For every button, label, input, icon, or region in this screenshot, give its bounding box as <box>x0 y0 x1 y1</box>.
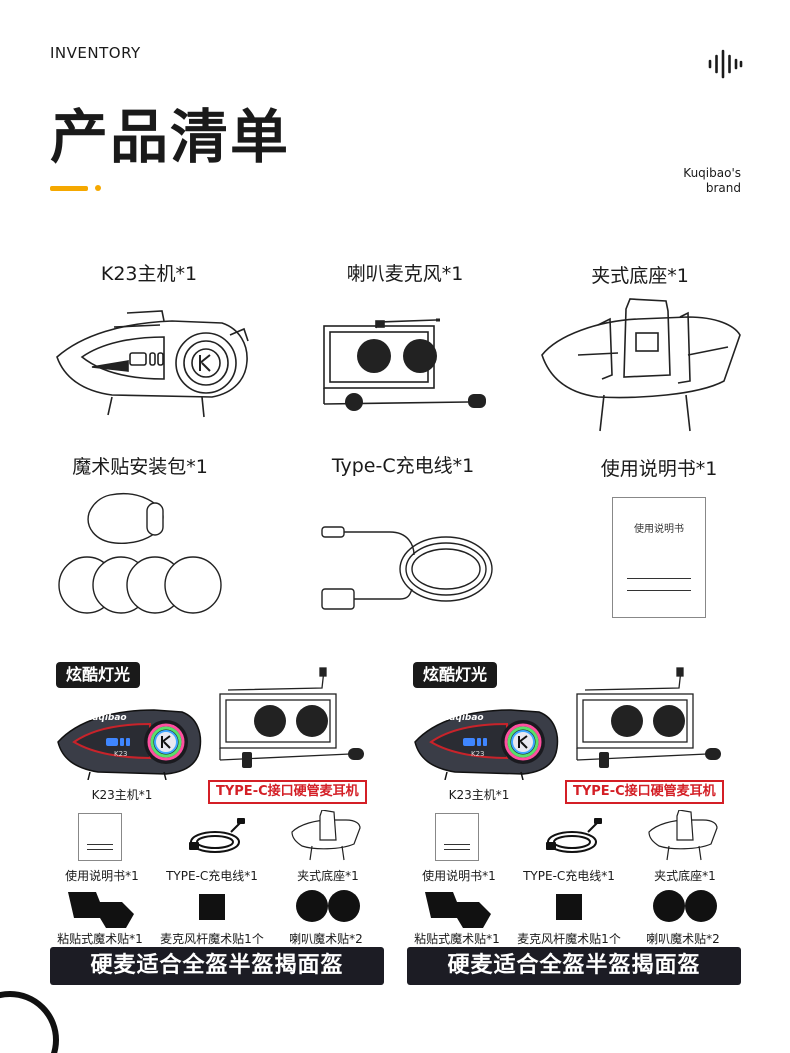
small-item-caption: TYPE-C充电线*1 <box>166 869 258 883</box>
speaker-mic-color-icon <box>576 667 721 768</box>
manual-small-icon <box>435 813 479 861</box>
mic-boom-velcro-icon <box>199 894 225 920</box>
sticker-caption: 粘贴式魔术贴*1 <box>414 932 500 946</box>
unit-model-text: K23 <box>114 750 128 758</box>
manual-small-icon <box>78 813 122 861</box>
brand-line-1: Kuqibao's <box>683 166 741 180</box>
manual-cover-text: 使用说明书 <box>634 524 684 535</box>
item-label-unit: K23主机*1 <box>100 263 198 285</box>
corner-arc-decoration <box>0 991 59 1053</box>
accent-dot <box>95 185 101 191</box>
sticker-caption: 喇叭魔术贴*2 <box>289 932 363 946</box>
sticker-caption: 喇叭魔术贴*2 <box>646 932 720 946</box>
velcro-pack-icon <box>58 493 222 614</box>
item-label-velcro: 魔术贴安装包*1 <box>72 456 208 478</box>
adhesive-velcro-icon <box>425 892 491 928</box>
item-label-clip-mount: 夹式底座*1 <box>591 265 689 287</box>
speaker-mic-icon <box>323 318 486 411</box>
sticker-caption: 麦克风杆魔术贴1个 <box>517 932 621 946</box>
unit-caption: K23主机*1 <box>448 788 510 802</box>
manual-line <box>627 590 691 591</box>
sticker-caption: 粘贴式魔术贴*1 <box>57 932 143 946</box>
sticker-caption: 麦克风杆魔术贴1个 <box>160 932 264 946</box>
speaker-mic-color-icon <box>219 667 364 768</box>
typec-cable-small-icon <box>189 818 245 853</box>
accent-dash <box>50 186 88 191</box>
lighting-badge: 炫酷灯光 <box>413 662 498 688</box>
small-item-caption: 夹式底座*1 <box>654 869 716 883</box>
item-label-manual: 使用说明书*1 <box>600 458 718 480</box>
small-item-caption: 夹式底座*1 <box>297 869 359 883</box>
small-item-caption: 使用说明书*1 <box>422 869 496 883</box>
item-label-cable: Type-C充电线*1 <box>331 455 475 477</box>
mic-type-tag: TYPE-C接口硬管麦耳机 <box>565 780 724 804</box>
speaker-velcro-icon <box>653 890 717 922</box>
section-label: INVENTORY <box>50 44 141 62</box>
intercom-unit-color-icon: kuqibao K23 <box>57 709 202 780</box>
intercom-unit-color-icon: kuqibao K23 <box>414 709 559 780</box>
brand-line-2: brand <box>705 181 741 195</box>
clip-mount-small-icon <box>291 810 361 861</box>
manual-line <box>627 578 691 579</box>
unit-caption: K23主机*1 <box>91 788 153 802</box>
mic-boom-velcro-icon <box>556 894 582 920</box>
item-label-speaker-mic: 喇叭麦克风*1 <box>346 263 464 285</box>
sound-wave-icon <box>708 49 743 79</box>
small-item-caption: 使用说明书*1 <box>65 869 139 883</box>
config-panel-1: 炫酷灯光 kuqibao K23 K23主机*1 TYPE-C接口硬管麦耳机 <box>50 660 390 985</box>
small-item-caption: TYPE-C充电线*1 <box>523 869 615 883</box>
typec-cable-icon <box>321 526 493 610</box>
clip-mount-icon <box>541 298 741 432</box>
unit-brand-text: kuqibao <box>443 713 484 723</box>
unit-brand-text: kuqibao <box>86 713 127 723</box>
mic-type-tag: TYPE-C接口硬管麦耳机 <box>208 780 367 804</box>
compatibility-banner: 硬麦适合全盔半盔揭面盔 <box>50 947 384 985</box>
clip-mount-small-icon <box>648 810 718 861</box>
intercom-unit-icon <box>56 310 249 418</box>
compatibility-banner: 硬麦适合全盔半盔揭面盔 <box>407 947 741 985</box>
manual-icon: 使用说明书 <box>612 497 706 618</box>
brand-text: Kuqibao's brand <box>683 166 741 196</box>
config-panel-2: 炫酷灯光 kuqibao K23 K23主机*1 TYPE-C接口硬管麦耳机 <box>407 660 747 985</box>
adhesive-velcro-icon <box>68 892 134 928</box>
lighting-badge: 炫酷灯光 <box>56 662 141 688</box>
page-title: 产品清单 <box>50 103 291 171</box>
unit-model-text: K23 <box>471 750 485 758</box>
typec-cable-small-icon <box>546 818 602 853</box>
speaker-velcro-icon <box>296 890 360 922</box>
